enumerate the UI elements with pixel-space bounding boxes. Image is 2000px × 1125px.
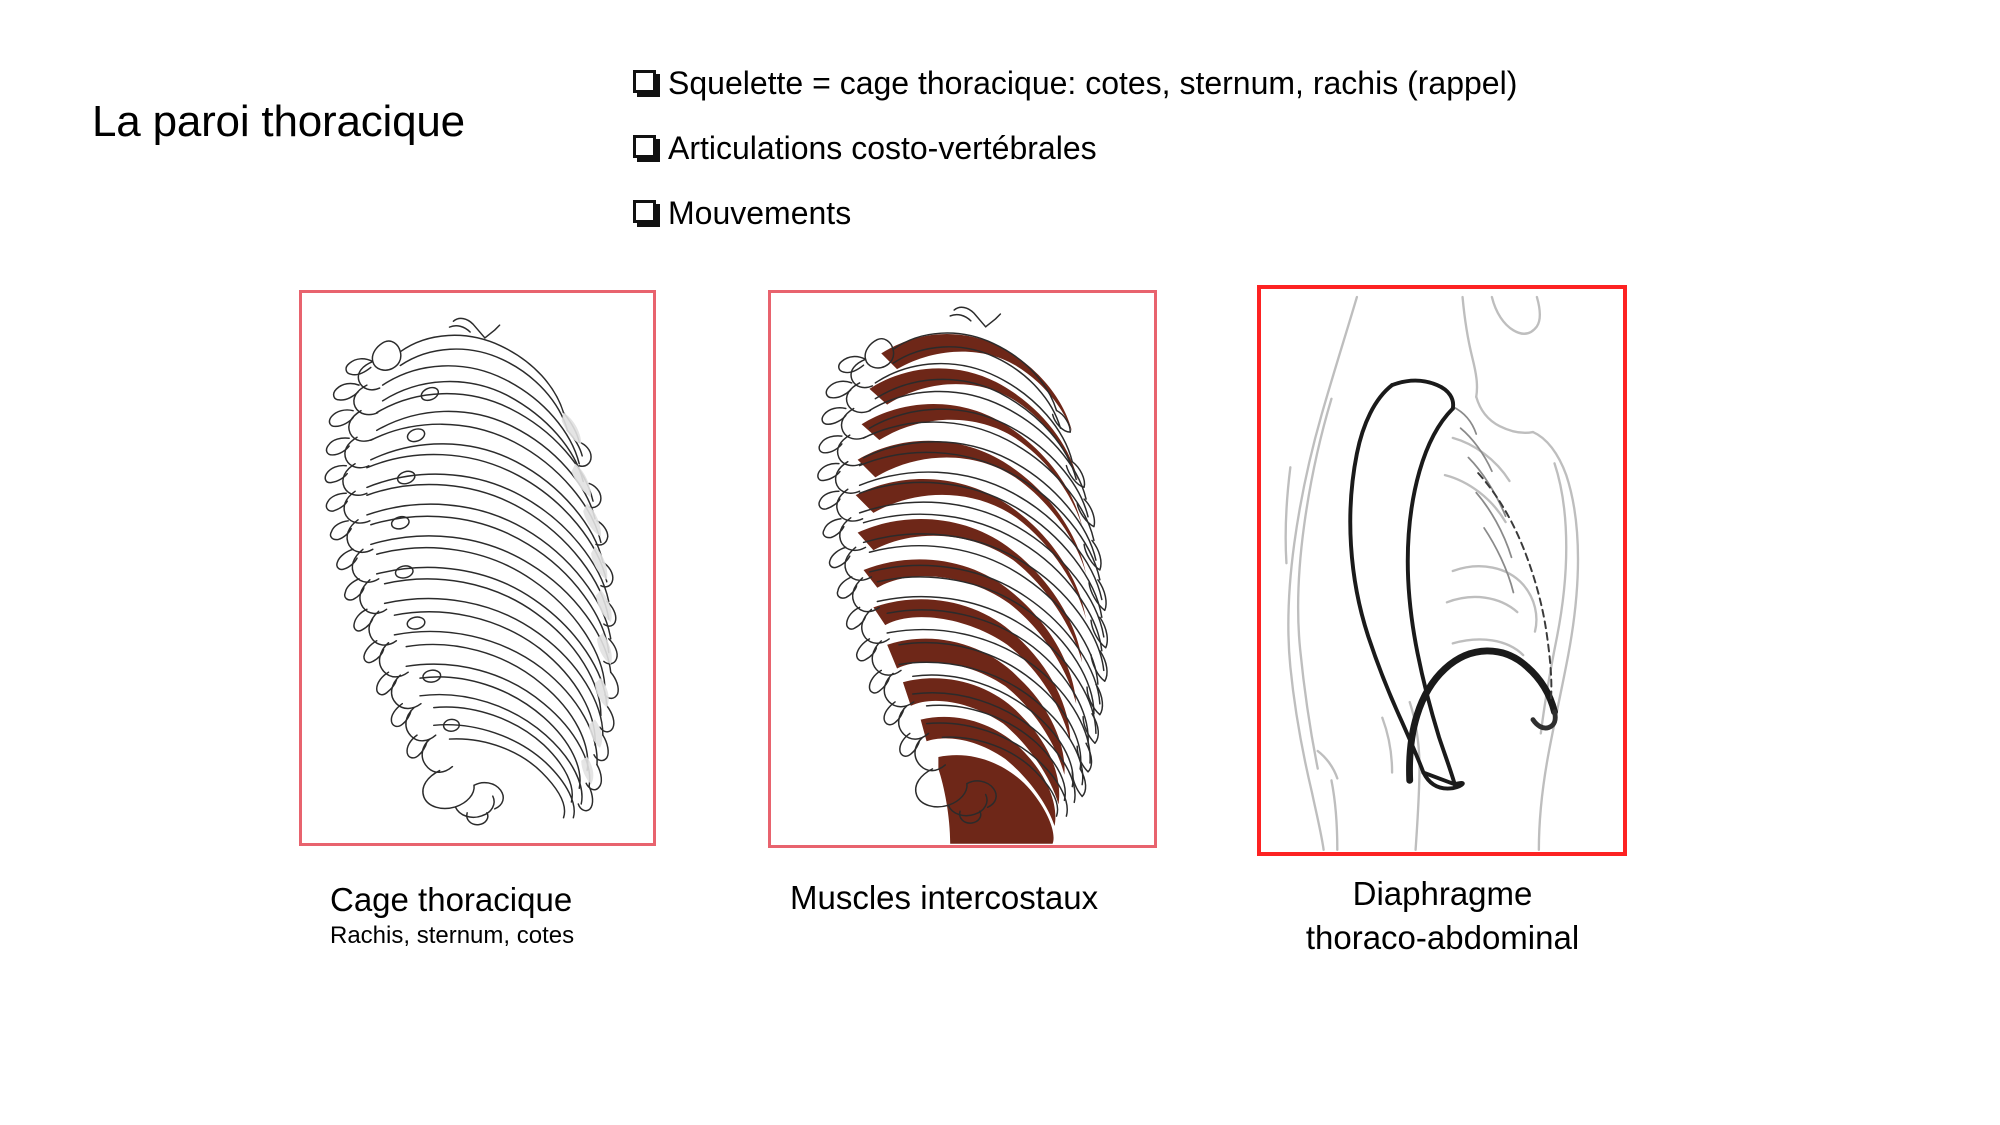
caption-sub-text: thoraco-abdominal xyxy=(1305,919,1580,956)
bullet-list: Squelette = cage thoracique: cotes, ster… xyxy=(632,62,1882,257)
bullet-item-articulations: Articulations costo-vertébrales xyxy=(632,127,1882,171)
caption-main-text: Muscles intercostaux xyxy=(790,879,1099,916)
caption-main-text: Diaphragme xyxy=(1352,875,1533,912)
diaphragm-sagittal-illustration xyxy=(1284,295,1580,852)
hollow-square-bullet-icon xyxy=(632,198,668,232)
caption-muscles-intercostaux: Muscles intercostaux xyxy=(790,878,1098,918)
figure-muscles-intercostaux xyxy=(768,290,1157,848)
hollow-square-bullet-icon xyxy=(632,68,668,102)
image-frame-diaphragme xyxy=(1257,285,1627,856)
figure-diaphragme xyxy=(1257,285,1627,856)
image-frame-cage-thoracique xyxy=(299,290,656,846)
ribcage-lateral-illustration xyxy=(324,317,619,826)
hollow-square-bullet-icon xyxy=(632,133,668,167)
bullet-item-mouvements: Mouvements xyxy=(632,192,1882,236)
caption-cage-thoracique: Cage thoracique Rachis, sternum, cotes xyxy=(330,880,574,951)
bullet-item-label: Squelette = cage thoracique: cotes, ster… xyxy=(668,65,1518,101)
caption-main-text: Cage thoracique xyxy=(330,881,573,918)
caption-sub-text: Rachis, sternum, cotes xyxy=(330,922,575,949)
bullet-item-label: Mouvements xyxy=(668,195,852,231)
page-title: La paroi thoracique xyxy=(92,97,465,146)
bullet-item-label: Articulations costo-vertébrales xyxy=(668,130,1097,166)
bullet-item-skeleton: Squelette = cage thoracique: cotes, ster… xyxy=(632,62,1882,106)
intercostal-muscles-illustration xyxy=(817,306,1108,844)
figure-cage-thoracique xyxy=(299,290,656,846)
caption-diaphragme: Diaphragme thoraco-abdominal xyxy=(1260,872,1625,960)
image-frame-muscles-intercostaux xyxy=(768,290,1157,848)
